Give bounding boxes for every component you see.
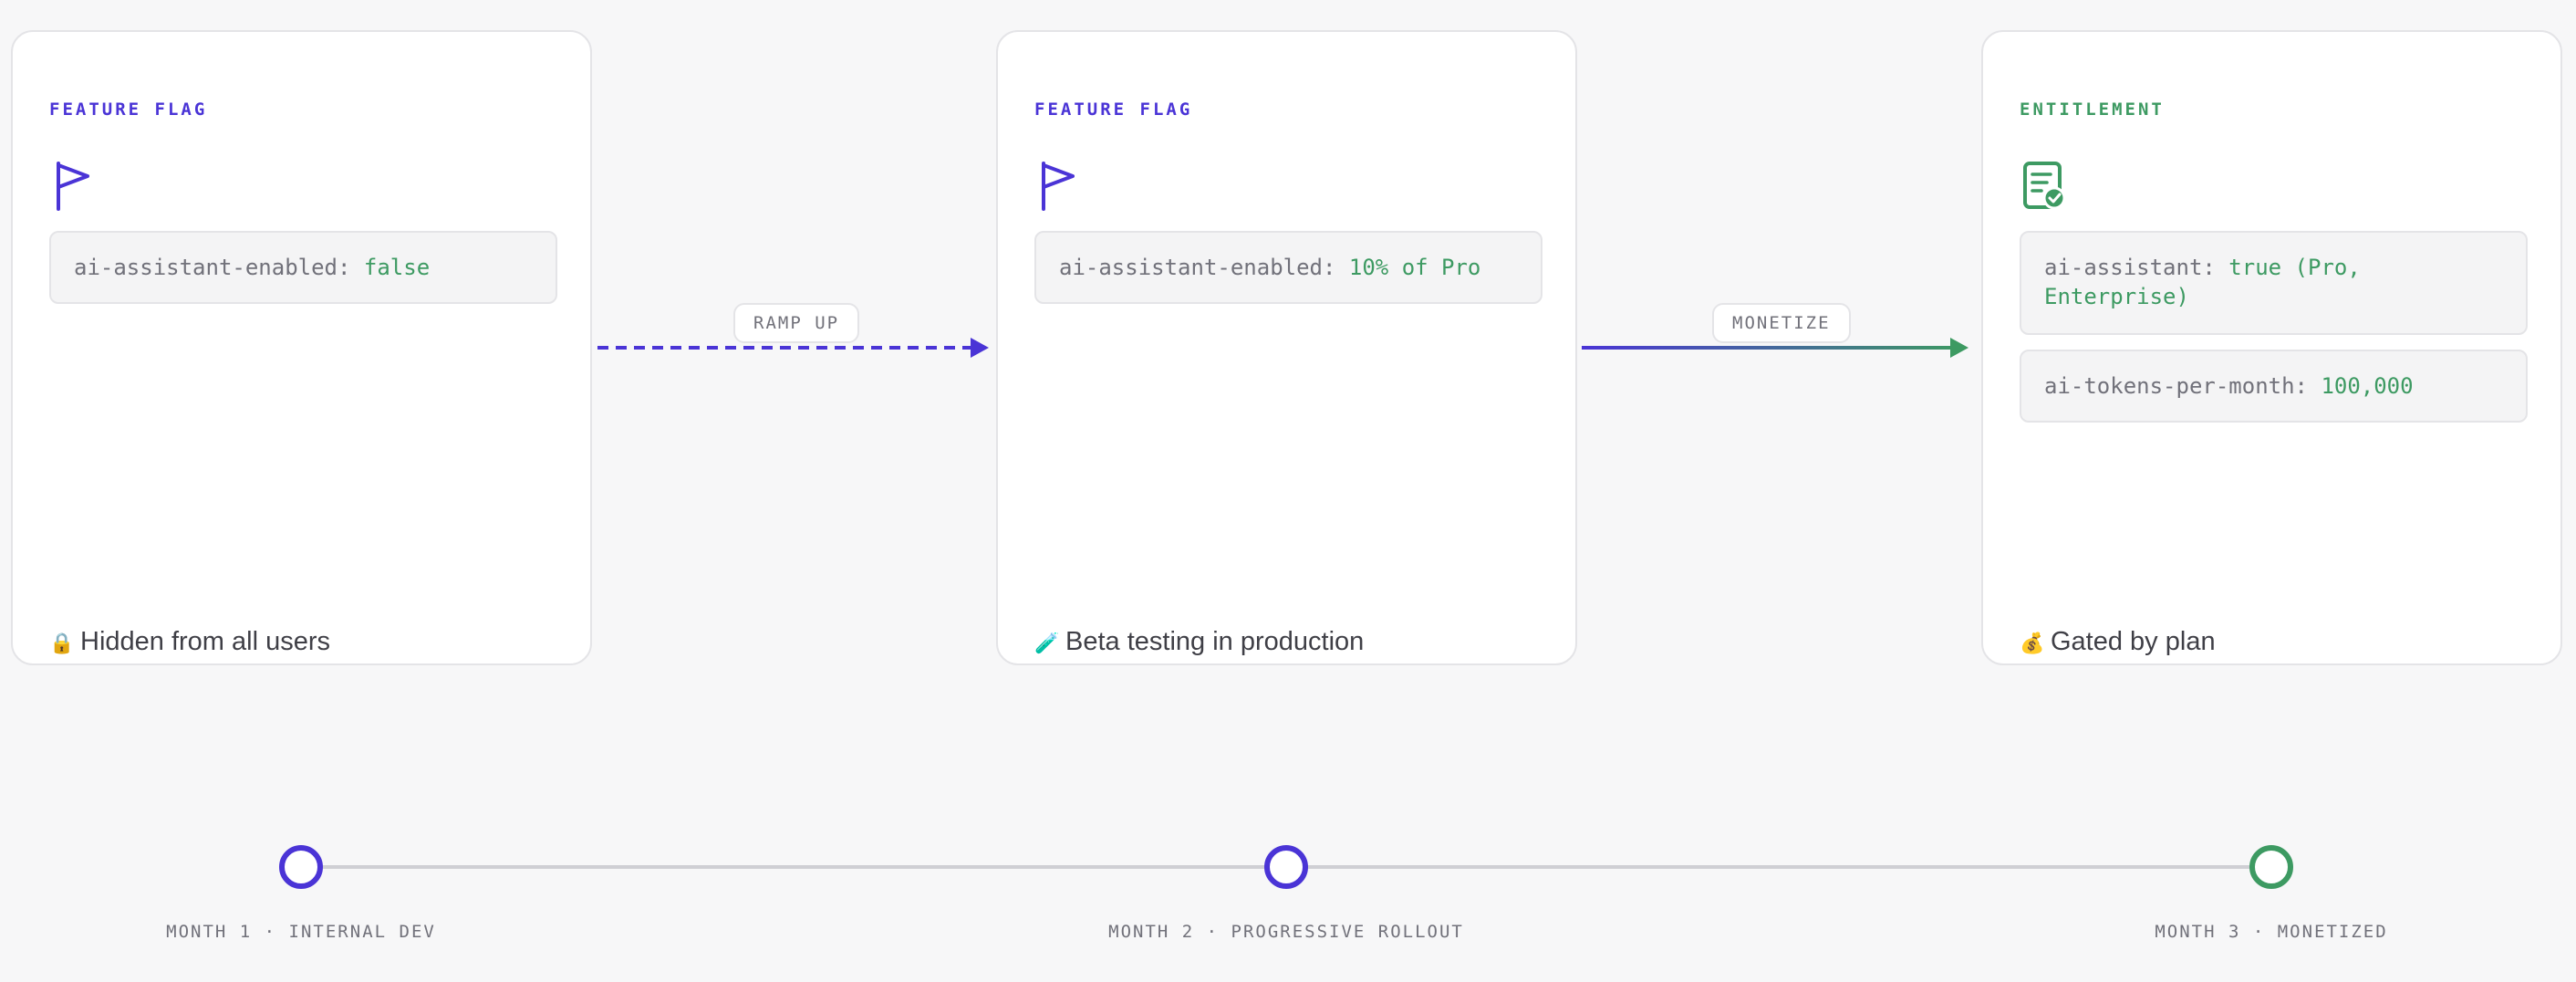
card-kicker: FEATURE FLAG (1034, 99, 1193, 120)
monetize-arrow-head (1950, 338, 1968, 358)
tokens-value-box: ai-tokens-per-month: 100,000 (2020, 350, 2528, 423)
stage-card-month-2: FEATURE FLAG ai-assistant-enabled: 10% o… (996, 30, 1577, 665)
card-kicker: ENTITLEMENT (2020, 99, 2165, 120)
certificate-icon (2020, 158, 2072, 214)
timeline-dot-month-1 (279, 845, 323, 889)
flag-key: ai-assistant-enabled: (1059, 255, 1336, 280)
stage-card-month-1: FEATURE FLAG ai-assistant-enabled: false… (11, 30, 592, 665)
money-bag-icon: 💰 (2020, 632, 2045, 654)
tokens-value: 100,000 (2321, 373, 2414, 399)
stage-card-month-3: ENTITLEMENT ai-assistant: true (Pro, Ent… (1981, 30, 2562, 665)
flag-key: ai-assistant-enabled: (74, 255, 351, 280)
monetize-label: MONETIZE (1712, 303, 1851, 343)
entitlement-key: ai-assistant: (2044, 255, 2216, 280)
timeline-dot-month-2 (1264, 845, 1308, 889)
card-footer-text: Hidden from all users (80, 627, 330, 656)
card-footer: 🔒Hidden from all users (49, 623, 330, 662)
test-tube-icon: 🧪 (1034, 632, 1060, 654)
card-kicker: FEATURE FLAG (49, 99, 208, 120)
entitlement-value-box: ai-assistant: true (Pro, Enterprise) (2020, 231, 2528, 335)
lock-icon: 🔒 (49, 632, 75, 654)
milestone-label-month-2: MONTH 2 · PROGRESSIVE ROLLOUT (1108, 922, 1464, 942)
milestone-label-month-1: MONTH 1 · INTERNAL DEV (166, 922, 436, 942)
flag-value: 10% of Pro (1348, 255, 1481, 280)
ramp-up-arrow-head (971, 338, 989, 358)
flag-value: false (363, 255, 431, 280)
card-footer-text: Gated by plan (2051, 627, 2216, 656)
ramp-up-label: RAMP UP (733, 303, 860, 343)
timeline-dot-month-3 (2249, 845, 2293, 889)
flag-icon (49, 158, 102, 214)
card-footer: 💰 Gated by plan (2020, 623, 2216, 662)
flag-value-box: ai-assistant-enabled: 10% of Pro (1034, 231, 1542, 304)
flag-value-box: ai-assistant-enabled: false (49, 231, 557, 304)
card-footer: 🧪Beta testing in production (1034, 623, 1364, 662)
milestone-label-month-3: MONTH 3 · MONETIZED (2155, 922, 2388, 942)
entitlement-value: true (Pro, Enterprise) (2044, 255, 2361, 309)
tokens-key: ai-tokens-per-month: (2044, 373, 2308, 399)
flag-icon (1034, 158, 1087, 214)
card-footer-text: Beta testing in production (1065, 627, 1365, 656)
